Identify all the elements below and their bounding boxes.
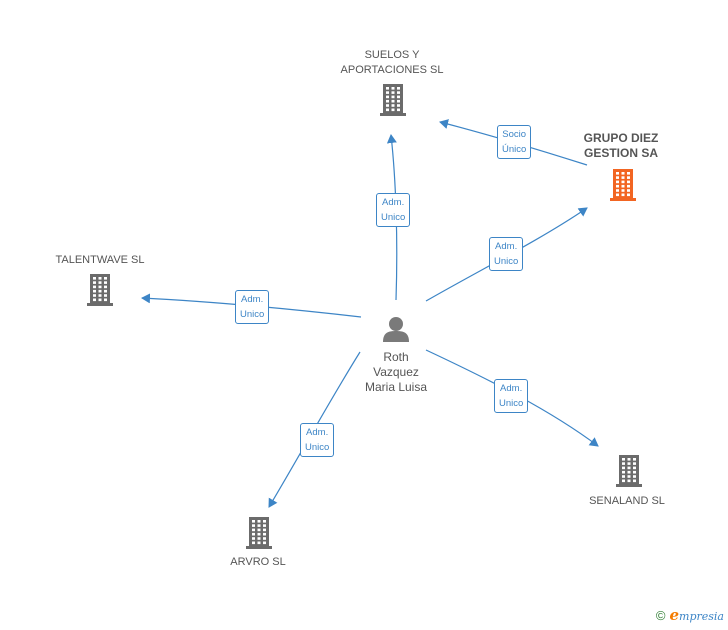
company-label-talentwave: TALENTWAVE SL	[55, 254, 145, 266]
edge-label-line1: Adm.	[306, 427, 329, 438]
person-name-label: Roth Vazquez Maria Luisa	[364, 350, 428, 394]
edge-label-line1: Adm.	[495, 241, 518, 252]
building-icon-talentwave[interactable]	[87, 274, 113, 306]
building-icon-suelos[interactable]	[380, 84, 406, 116]
brand-name: mpresia	[679, 610, 724, 623]
edge-label-line1: Adm.	[382, 197, 405, 208]
company-label-arvro: ARVRO SL	[230, 556, 286, 568]
edge-label-line2: Único	[502, 144, 527, 155]
edge-label-line2: Unico	[499, 398, 524, 409]
edge-label-line2: Unico	[305, 442, 330, 453]
edge-label-line2: Unico	[240, 309, 265, 320]
edge-label-line2: Unico	[381, 212, 406, 223]
brand-logo-letter: e	[669, 606, 680, 624]
copyright-symbol: ©	[655, 608, 666, 623]
edge-label-line1: Socio	[502, 129, 527, 140]
edge-label-center-senaland[interactable]: Adm. Unico	[494, 379, 529, 413]
footer-brand[interactable]: ©empresia	[656, 606, 724, 624]
edge-label-line1: Adm.	[500, 383, 523, 394]
edge-label-center-arvro[interactable]: Adm. Unico	[300, 423, 335, 457]
company-label-suelos: SUELOS Y APORTACIONES SL	[340, 49, 444, 76]
edge-label-center-grupo[interactable]: Adm. Unico	[489, 237, 524, 271]
edge-label-center-talentwave[interactable]: Adm. Unico	[235, 290, 270, 324]
building-icon-senaland[interactable]	[616, 455, 642, 487]
building-icon-arvro[interactable]	[246, 517, 272, 549]
company-label-grupo: GRUPO DIEZ GESTION SA	[583, 131, 659, 160]
edge-label-line1: Adm.	[241, 294, 264, 305]
company-label-senaland: SENALAND SL	[589, 495, 665, 507]
edge-label-line2: Unico	[494, 256, 519, 267]
building-icon-grupo[interactable]	[610, 169, 636, 201]
edge-label-center-suelos[interactable]: Adm. Unico	[376, 193, 411, 227]
person-icon[interactable]	[383, 317, 409, 342]
